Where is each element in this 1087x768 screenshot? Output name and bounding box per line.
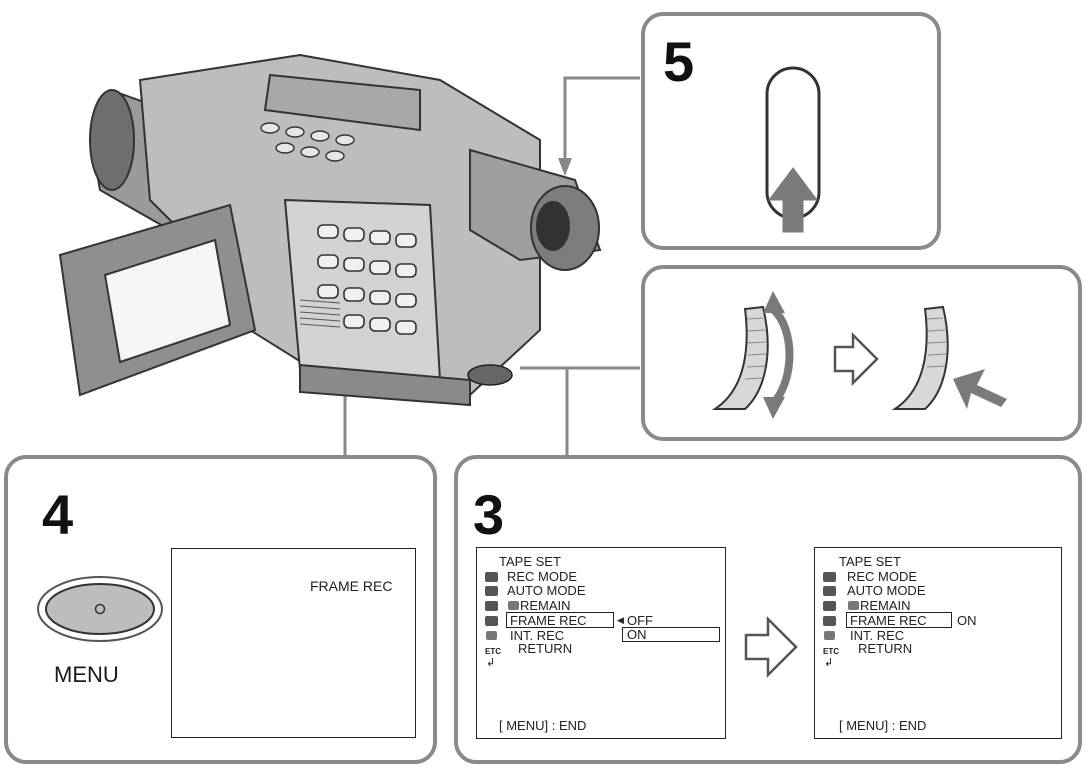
int-rec-icon <box>824 631 835 640</box>
frame-rec-value: ON <box>957 613 977 628</box>
step3-panel: 3 TAPE SET REC MODE AUTO MODE REMAIN FRA… <box>454 455 1082 764</box>
return-icon: ↲ <box>486 657 496 669</box>
step4-screen-text: FRAME REC <box>310 578 393 594</box>
option-pointer: ◀ <box>617 615 624 625</box>
menu-footer: [ MENU] : END <box>839 718 927 733</box>
menu-button-icon[interactable] <box>8 459 433 760</box>
top-buttons <box>260 122 355 162</box>
option-on[interactable]: ON <box>627 627 647 642</box>
control-dial-on-body <box>467 364 513 386</box>
step4-number: 4 <box>42 483 74 546</box>
auto-mode-icon <box>485 586 498 596</box>
control-dial-icon <box>711 291 1007 419</box>
option-on-highlight <box>622 627 720 642</box>
step5-panel: 5 <box>641 12 941 250</box>
menu-item-return[interactable]: RETURN <box>858 641 913 656</box>
etc-icon: ETC <box>823 647 839 656</box>
right-hollow-arrow-icon <box>833 331 879 387</box>
menu-item-rec-mode: REC MODE <box>847 569 918 584</box>
menu-footer: [ MENU] : END <box>499 718 587 733</box>
side-panel-buttons <box>317 224 417 335</box>
auto-mode-icon <box>823 586 836 596</box>
menu-item-int-rec: INT. REC <box>510 628 565 643</box>
frame-rec-icon <box>485 616 498 626</box>
int-rec-icon <box>486 631 497 640</box>
remain-icon <box>848 601 859 610</box>
right-hollow-arrow-icon <box>744 615 798 679</box>
menu-item-auto-mode: AUTO MODE <box>847 583 926 598</box>
menu-screen-after: TAPE SET REC MODE AUTO MODE REMAIN FRAME… <box>814 547 1062 739</box>
up-arrow-icon <box>768 167 818 233</box>
step4-screen: FRAME REC <box>171 548 416 738</box>
start-stop-button-icon <box>765 66 821 233</box>
remain-icon <box>508 601 519 610</box>
frame-rec-highlight <box>506 612 614 628</box>
menu-item-remain: REMAIN <box>520 598 571 613</box>
step3-number: 3 <box>473 483 505 546</box>
etc-icon: ETC <box>485 647 501 656</box>
menu-item-auto-mode: AUTO MODE <box>507 583 586 598</box>
menu-item-return[interactable]: RETURN <box>518 641 573 656</box>
menu-item-frame-rec[interactable]: FRAME REC <box>510 613 587 628</box>
frame-rec-highlight <box>846 612 952 628</box>
step4-panel: 4 MENU FRAME REC <box>4 455 437 764</box>
menu-item-remain: REMAIN <box>860 598 911 613</box>
speaker-grille <box>299 299 341 328</box>
menu-item-frame-rec[interactable]: FRAME REC <box>850 613 927 628</box>
rec-mode-icon <box>485 601 498 611</box>
leader-arrowhead <box>558 158 572 176</box>
menu-item-tape-set: TAPE SET <box>499 554 561 569</box>
tape-set-icon <box>485 572 498 582</box>
menu-screen-before: TAPE SET REC MODE AUTO MODE REMAIN FRAME… <box>476 547 726 739</box>
return-icon: ↲ <box>824 657 834 669</box>
frame-rec-icon <box>823 616 836 626</box>
rec-mode-icon <box>823 601 836 611</box>
tape-set-icon <box>823 572 836 582</box>
menu-item-int-rec: INT. REC <box>850 628 905 643</box>
dial-panel <box>641 265 1082 441</box>
menu-button-label: MENU <box>54 662 119 687</box>
menu-item-tape-set: TAPE SET <box>839 554 901 569</box>
menu-item-rec-mode: REC MODE <box>507 569 578 584</box>
step5-number: 5 <box>663 30 695 93</box>
option-off[interactable]: OFF <box>627 613 653 628</box>
